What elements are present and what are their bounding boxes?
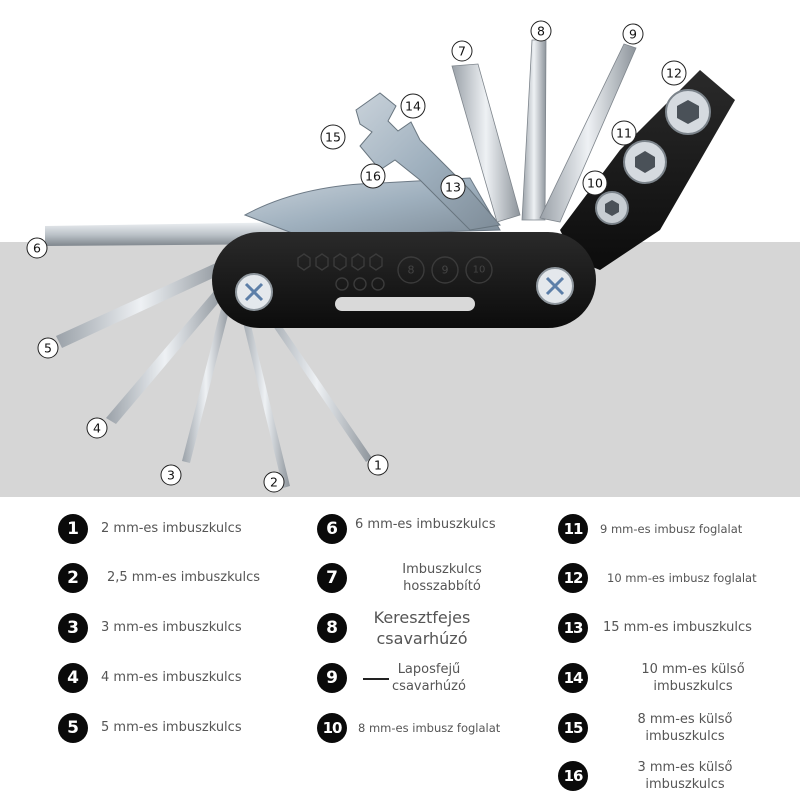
- legend-label: 2,5 mm-es imbuszkulcs: [107, 570, 260, 585]
- callout-4: 4: [86, 417, 108, 439]
- legend-label: 15 mm-es imbuszkulcs: [603, 620, 752, 635]
- legend-label-line1: Imbuszkulcs: [402, 562, 482, 577]
- svg-text:3: 3: [167, 468, 175, 483]
- svg-text:10: 10: [587, 176, 603, 191]
- legend-label: Imbuszkulcs hosszabbító: [383, 561, 501, 595]
- legend-badge: 11: [558, 514, 588, 544]
- hex-key-5mm: [56, 262, 226, 348]
- callout-1: 1: [367, 454, 389, 476]
- callout-5: 5: [37, 337, 59, 359]
- legend-label-line1: Laposfejű: [397, 662, 461, 677]
- legend-badge: 7: [317, 563, 347, 593]
- hex-key-2mm: [262, 306, 372, 462]
- socket-extension: [451, 63, 521, 223]
- svg-text:5: 5: [44, 341, 52, 356]
- legend-badge: 2: [58, 563, 88, 593]
- callout-13: 13: [440, 174, 466, 200]
- svg-text:4: 4: [93, 421, 101, 436]
- legend-label: 4 mm-es imbuszkulcs: [101, 670, 242, 685]
- legend-label: 10 mm-es imbusz foglalat: [607, 571, 757, 585]
- outer-hex-wrench: [355, 92, 501, 231]
- legend-badge: 10: [317, 713, 347, 743]
- callout-6: 6: [26, 237, 48, 259]
- legend-label: 3 mm-es külső imbuszkulcs: [620, 759, 750, 793]
- callout-7: 7: [451, 40, 473, 62]
- svg-text:8: 8: [537, 24, 545, 39]
- legend-badge: 5: [58, 713, 88, 743]
- legend-label-line2: hosszabbító: [403, 579, 481, 594]
- engraving-10: 10: [473, 265, 486, 276]
- legend-label: 6 mm-es imbuszkulcs: [355, 517, 496, 532]
- legend-label-line2: csavarhúzó: [392, 679, 466, 694]
- legend-label: 5 mm-es imbuszkulcs: [101, 720, 242, 735]
- legend-label-line1: 3 mm-es külső: [637, 760, 733, 775]
- legend-label-line2: imbuszkulcs: [653, 679, 733, 694]
- folded-tools: [243, 39, 637, 237]
- legend-label: 9 mm-es imbusz foglalat: [600, 522, 743, 536]
- handle: 8 9 10: [212, 232, 596, 328]
- hex-key-2-5mm: [240, 309, 290, 488]
- callout-2: 2: [263, 471, 285, 493]
- engraving-8: 8: [408, 264, 415, 277]
- legend: 1 2 mm-es imbuszkulcs 2 2,5 mm-es imbusz…: [0, 497, 800, 800]
- legend-label: 8 mm-es külső imbuszkulcs: [620, 711, 750, 745]
- svg-text:15: 15: [325, 130, 341, 145]
- legend-label-line2: csavarhúzó: [376, 629, 468, 648]
- legend-label: 10 mm-es külső imbuszkulcs: [628, 661, 758, 695]
- legend-label: Keresztfejes csavarhúzó: [363, 607, 481, 649]
- dash-mark: [363, 678, 389, 680]
- callout-10: 10: [582, 170, 608, 196]
- legend-label: 8 mm-es imbusz foglalat: [358, 721, 501, 735]
- legend-label: 3 mm-es imbuszkulcs: [101, 620, 242, 635]
- legend-label-line1: 8 mm-es külső: [637, 712, 733, 727]
- callouts: 1 2 3 4 5 6 7 8 9 10 11 12 13 14 15 16: [26, 20, 687, 493]
- legend-badge: 9: [317, 663, 347, 693]
- svg-text:9: 9: [629, 27, 637, 42]
- legend-badge: 1: [58, 514, 88, 544]
- svg-text:2: 2: [270, 475, 278, 490]
- svg-text:13: 13: [445, 180, 461, 195]
- legend-label-line1: Keresztfejes: [373, 608, 471, 627]
- legend-badge: 16: [558, 761, 588, 791]
- svg-text:11: 11: [616, 126, 632, 141]
- callout-16: 16: [360, 163, 386, 189]
- legend-label-line1: 10 mm-es külső: [641, 662, 745, 677]
- svg-text:1: 1: [374, 458, 382, 473]
- legend-badge: 3: [58, 613, 88, 643]
- legend-badge: 14: [558, 663, 588, 693]
- svg-text:14: 14: [405, 99, 421, 114]
- hex-key-3mm: [182, 305, 230, 463]
- callout-14: 14: [400, 93, 426, 119]
- callout-3: 3: [160, 464, 182, 486]
- callout-9: 9: [622, 23, 644, 45]
- engraving-9: 9: [442, 264, 449, 277]
- legend-badge: 6: [317, 514, 347, 544]
- multitool-photo: 8 9 10 1 2 3 4 5 6 7 8 9 10 11 12 13 14 …: [0, 20, 800, 497]
- legend-label: 2 mm-es imbuszkulcs: [101, 521, 242, 536]
- svg-text:16: 16: [365, 169, 381, 184]
- legend-badge: 12: [558, 563, 588, 593]
- legend-label-line2: imbuszkulcs: [645, 729, 725, 744]
- hex-key-4mm: [106, 290, 224, 424]
- legend-label-line2: imbuszkulcs: [645, 777, 725, 792]
- hex-keys-fan: [56, 262, 372, 488]
- legend-label: Laposfejű csavarhúzó: [381, 661, 477, 695]
- svg-text:6: 6: [33, 241, 41, 256]
- callout-11: 11: [611, 120, 637, 146]
- flat-screwdriver: [539, 43, 637, 223]
- svg-text:7: 7: [458, 44, 466, 59]
- handle-slot: [335, 297, 475, 311]
- svg-text:12: 12: [666, 66, 682, 81]
- socket-holder: [560, 70, 735, 270]
- legend-badge: 15: [558, 713, 588, 743]
- legend-badge: 8: [317, 613, 347, 643]
- callout-12: 12: [661, 60, 687, 86]
- callout-8: 8: [530, 20, 552, 42]
- legend-badge: 4: [58, 663, 88, 693]
- callout-15: 15: [320, 124, 346, 150]
- legend-badge: 13: [558, 613, 588, 643]
